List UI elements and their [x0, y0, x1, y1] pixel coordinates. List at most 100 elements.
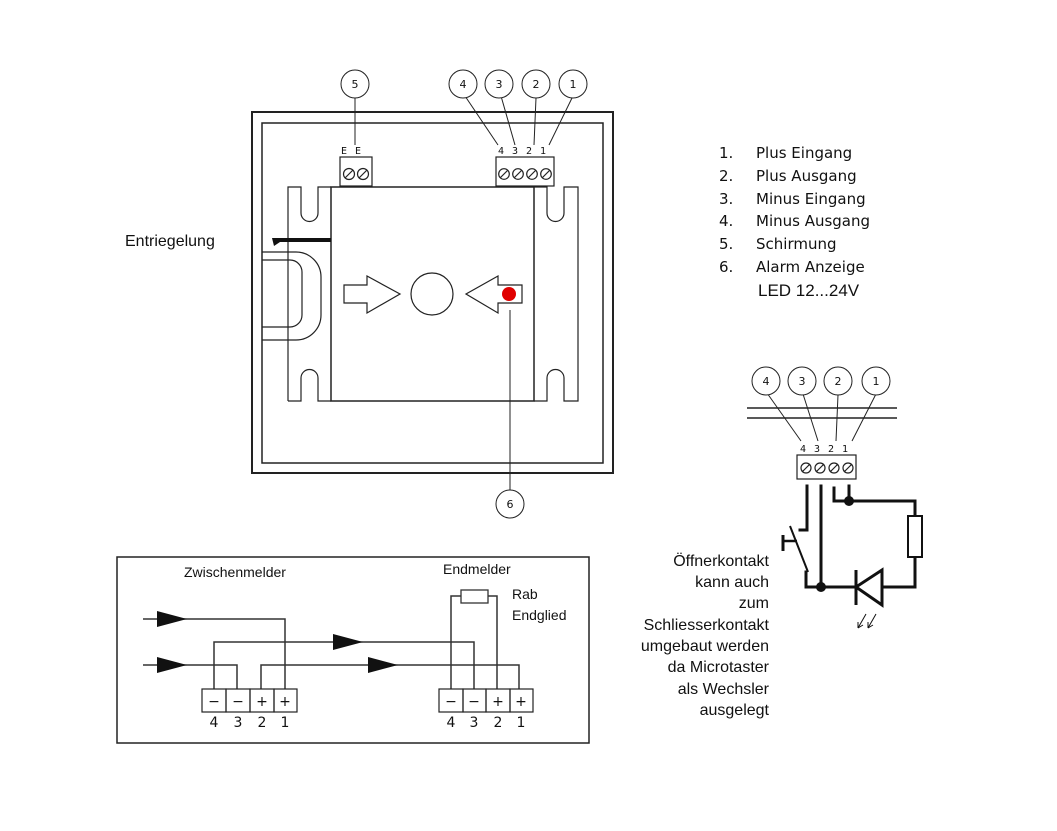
screw-icon: [512, 168, 524, 180]
screw-icon: [526, 168, 538, 180]
legend-num: 1.: [719, 144, 733, 162]
legend-label: Minus Eingang: [756, 190, 866, 208]
arrow-right-icon: [343, 274, 402, 315]
legend-label: Minus Ausgang: [756, 212, 870, 230]
svg-text:+: +: [492, 694, 504, 710]
screw-icon: [800, 462, 812, 474]
main-pin-label: 1: [540, 146, 546, 157]
right-mounting-rail: [534, 186, 579, 402]
svg-text:6: 6: [507, 498, 514, 511]
svg-text:3: 3: [814, 444, 820, 455]
signal-arrow-icon: [157, 611, 187, 627]
svg-text:2: 2: [835, 375, 842, 388]
screw-icon: [814, 462, 826, 474]
resistor-label-rab: Rab: [512, 586, 538, 602]
callout-2: [521, 69, 551, 99]
svg-text:3: 3: [496, 78, 503, 91]
legend-num: 4.: [719, 212, 733, 230]
intermediate-title: Zwischenmelder: [184, 564, 286, 580]
device-view: Entriegelung E E 5 4 3 2 1: [125, 69, 614, 519]
svg-text:−: −: [468, 694, 480, 710]
legend-num: 5.: [719, 235, 733, 253]
release-label: Entriegelung: [125, 233, 215, 250]
svg-text:3: 3: [799, 375, 806, 388]
wiring-panel: Zwischenmelder Endmelder Rab Endglied: [116, 556, 590, 744]
schem-callout-4: [751, 366, 781, 396]
screw-icon: [828, 462, 840, 474]
device-inner-frame: [261, 122, 604, 464]
svg-text:als Wechsler: als Wechsler: [678, 681, 770, 698]
legend-label: Plus Ausgang: [756, 167, 857, 185]
svg-text:+: +: [256, 694, 268, 710]
legend-note: LED 12...24V: [758, 281, 860, 300]
intermediate-terminal-block: − − + + 4 3 2 1: [201, 688, 298, 731]
svg-text:1: 1: [570, 78, 577, 91]
device-outer-frame: [251, 111, 614, 474]
legend-label: Plus Eingang: [756, 144, 852, 162]
svg-text:4: 4: [460, 78, 467, 91]
screw-icon: [540, 168, 552, 180]
screw-icon: [342, 167, 356, 181]
resistor-label-endglied: Endglied: [512, 607, 567, 623]
alarm-led-icon: [502, 287, 516, 301]
main-pin-label: 4: [498, 146, 504, 157]
legend-label: Schirmung: [756, 235, 837, 253]
shield-pin-label: E: [341, 146, 347, 157]
callout-1: [558, 69, 588, 99]
resistor-icon: [907, 515, 923, 558]
svg-text:zum: zum: [739, 595, 769, 612]
svg-text:1: 1: [281, 715, 290, 731]
shield-pin-label: E: [355, 146, 361, 157]
svg-text:2: 2: [828, 444, 834, 455]
svg-text:+: +: [515, 694, 527, 710]
callout-3: [484, 69, 514, 99]
end-resistor-icon: [460, 589, 489, 604]
legend-label: Alarm Anzeige: [756, 258, 865, 276]
callout-4: [448, 69, 478, 99]
schem-callout-3: [787, 366, 817, 396]
svg-text:1: 1: [517, 715, 526, 731]
screw-icon: [842, 462, 854, 474]
callout-6: [495, 489, 525, 519]
left-mounting-rail: [287, 186, 331, 402]
main-terminal: 4 3 2 1: [495, 146, 555, 187]
contact-note: Öffnerkontakt kann auch zum Schliesserko…: [641, 552, 770, 719]
svg-text:1: 1: [842, 444, 848, 455]
legend-num: 3.: [719, 190, 733, 208]
main-pin-label: 3: [512, 146, 518, 157]
end-title: Endmelder: [443, 561, 511, 577]
svg-text:−: −: [445, 694, 457, 710]
screw-icon: [356, 167, 370, 181]
signal-arrow-icon: [157, 657, 187, 673]
svg-text:2: 2: [533, 78, 540, 91]
svg-text:ausgelegt: ausgelegt: [700, 702, 770, 719]
svg-text:2: 2: [258, 715, 267, 731]
shield-terminal: E E: [339, 146, 373, 187]
svg-text:3: 3: [234, 715, 243, 731]
svg-text:5: 5: [352, 78, 359, 91]
svg-text:4: 4: [763, 375, 770, 388]
junction-dot: [816, 582, 826, 592]
svg-text:−: −: [232, 694, 244, 710]
schem-callout-2: [823, 366, 853, 396]
signal-arrow-icon: [333, 634, 363, 650]
led-diode-icon: [853, 567, 884, 629]
legend-num: 6.: [719, 258, 733, 276]
schem-terminal-block: [796, 454, 857, 480]
junction-dot: [844, 496, 854, 506]
legend-num: 2.: [719, 167, 733, 185]
svg-text:4: 4: [447, 715, 456, 731]
svg-text:Öffnerkontakt: Öffnerkontakt: [673, 552, 769, 570]
release-latch: [262, 238, 331, 341]
svg-text:4: 4: [210, 715, 219, 731]
svg-text:+: +: [279, 694, 291, 710]
terminal-legend: 1. Plus Eingang 2. Plus Ausgang 3. Minus…: [719, 144, 870, 300]
main-pin-label: 2: [526, 146, 532, 157]
svg-text:3: 3: [470, 715, 479, 731]
svg-text:da Microtaster: da Microtaster: [668, 659, 770, 676]
button-circle: [410, 272, 454, 316]
schem-callout-1: [861, 366, 891, 396]
signal-arrow-icon: [368, 657, 398, 673]
microswitch-icon: [781, 525, 809, 573]
